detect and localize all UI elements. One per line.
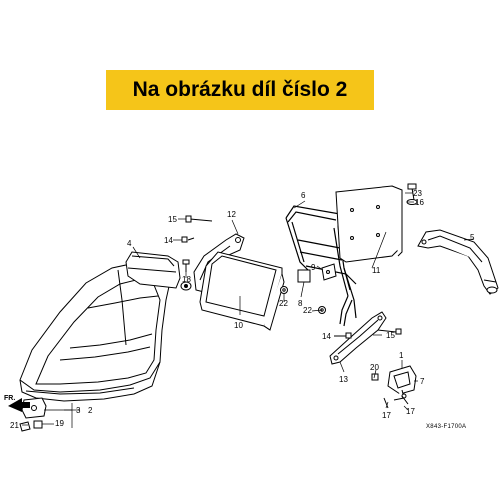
callout-22-left: 22	[279, 299, 288, 308]
callout-12: 12	[227, 210, 236, 219]
callout-3: 3	[76, 406, 81, 415]
diagram-code: X843-F1700A	[426, 424, 466, 430]
callout-19-label: 19	[55, 419, 64, 428]
grab-rail-drawing	[417, 229, 499, 295]
front-direction-arrow	[8, 398, 30, 412]
callout-20: 20	[370, 363, 379, 372]
callout-10: 10	[234, 321, 243, 330]
callout-15: 15	[168, 215, 177, 224]
leader-lines	[22, 192, 475, 428]
rear-pad-drawing	[125, 251, 192, 291]
front-marker: FR.	[4, 395, 15, 402]
callout-14: 14	[164, 236, 173, 245]
callout-8: 8	[298, 299, 303, 308]
callout-16: 16	[415, 198, 424, 207]
callout-6: 6	[301, 191, 306, 200]
callout-labels: 15 14 18 4 12 6 5 11 10 8 22 22 9 23 16 …	[76, 189, 475, 420]
callout-22-right: 22	[303, 306, 312, 315]
callout-5: 5	[470, 233, 475, 242]
banner-text: Na obrázku díl číslo 2	[132, 78, 348, 101]
callout-1: 1	[399, 351, 404, 360]
callout-4: 4	[127, 239, 132, 248]
callout-17-left: 17	[382, 411, 391, 420]
callout-17-right: 17	[406, 407, 415, 416]
mount-bracket-drawing	[329, 311, 387, 365]
callout-13: 13	[339, 375, 348, 384]
part-number-banner: Na obrázku díl číslo 2	[106, 70, 374, 110]
backrest-pad-drawing	[199, 251, 285, 331]
seat-drawing	[19, 261, 171, 402]
callout-14b: 14	[322, 332, 331, 341]
backrest-cushion-drawing	[335, 185, 403, 263]
callout-23: 23	[413, 189, 422, 198]
callout-18: 18	[182, 275, 191, 284]
callout-15b: 15	[386, 331, 395, 340]
callout-9: 9	[311, 263, 316, 272]
callout-11: 11	[372, 266, 381, 275]
callout-7: 7	[420, 377, 425, 386]
callout-21-label: 21	[10, 421, 19, 430]
latch-assembly-drawing	[387, 365, 417, 401]
callout-2: 2	[88, 406, 93, 415]
